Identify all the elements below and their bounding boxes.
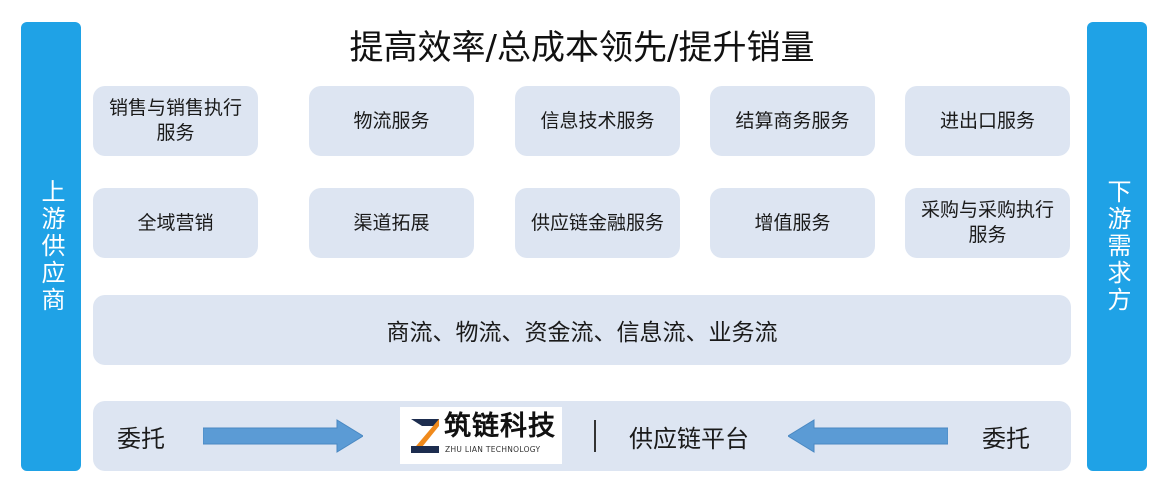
upstream-supplier-bar: 上游供应商 xyxy=(21,22,81,471)
service-label: 采购与采购执行服务 xyxy=(920,199,1054,246)
service-label: 物流服务 xyxy=(353,109,430,132)
service-label: 信息技术服务 xyxy=(540,109,655,132)
service-label: 销售与销售执行服务 xyxy=(108,97,242,144)
service-label: 增值服务 xyxy=(754,211,831,234)
platform-bar: 委托 筑链科技 ZHU LIAN TECHNOLOGY 供应链平台 委托 xyxy=(93,401,1071,471)
zhulian-logo-icon xyxy=(411,419,439,453)
service-label: 全域营销 xyxy=(137,211,214,234)
service-label: 供应链金融服务 xyxy=(530,211,664,234)
logo-divider xyxy=(594,420,596,452)
flows-bar: 商流、物流、资金流、信息流、业务流 xyxy=(93,295,1071,365)
logo-name: 筑链科技 xyxy=(444,411,556,442)
service-box-settlement: 结算商务服务 xyxy=(710,86,875,156)
downstream-demand-bar: 下游需求方 xyxy=(1087,22,1147,471)
entrust-left-label: 委托 xyxy=(117,424,165,453)
arrow-right-icon xyxy=(203,419,363,453)
service-box-procurement: 采购与采购执行服务 xyxy=(905,188,1070,258)
service-box-logistics: 物流服务 xyxy=(309,86,474,156)
entrust-right-label: 委托 xyxy=(982,424,1030,453)
service-label: 结算商务服务 xyxy=(735,109,850,132)
service-box-import-export: 进出口服务 xyxy=(905,86,1070,156)
service-box-value-added: 增值服务 xyxy=(710,188,875,258)
service-box-sales: 销售与销售执行服务 xyxy=(93,86,258,156)
service-label: 渠道拓展 xyxy=(353,211,430,234)
flows-label: 商流、物流、资金流、信息流、业务流 xyxy=(386,320,778,346)
service-box-channel: 渠道拓展 xyxy=(309,188,474,258)
supply-chain-platform-label: 供应链平台 xyxy=(629,424,749,453)
service-box-it: 信息技术服务 xyxy=(515,86,680,156)
zhulian-logo: 筑链科技 ZHU LIAN TECHNOLOGY xyxy=(400,407,562,464)
downstream-demand-label: 下游需求方 xyxy=(1103,179,1131,314)
arrow-left-icon xyxy=(788,419,948,453)
diagram-title: 提高效率/总成本领先/提升销量 xyxy=(349,28,815,68)
logo-subtitle: ZHU LIAN TECHNOLOGY xyxy=(445,445,541,454)
service-box-omni-marketing: 全域营销 xyxy=(93,188,258,258)
service-box-finance: 供应链金融服务 xyxy=(515,188,680,258)
upstream-supplier-label: 上游供应商 xyxy=(37,179,65,314)
service-label: 进出口服务 xyxy=(939,109,1035,132)
